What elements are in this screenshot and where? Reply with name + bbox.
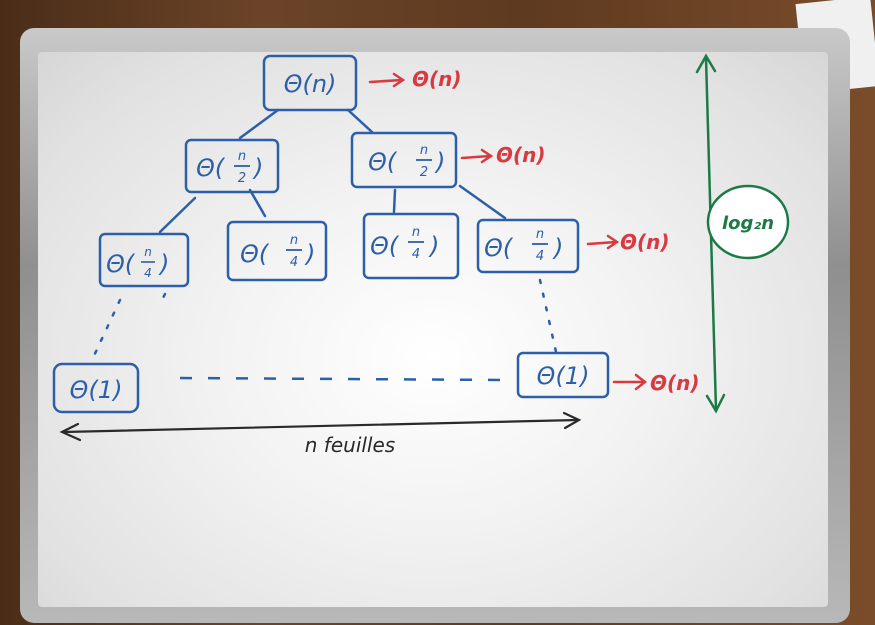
height-arrow-bottom <box>705 393 726 414</box>
node-l2-c-label: Θ( n 4 ) <box>370 225 439 262</box>
edge-root-right <box>346 108 374 134</box>
node-l1-right-box <box>350 131 458 189</box>
theta-open: Θ( <box>240 240 270 268</box>
frac-num: n <box>420 143 428 158</box>
theta-open: Θ( <box>106 250 136 278</box>
node-l1-left-box <box>184 138 280 194</box>
paren-close: ) <box>252 154 263 182</box>
arrow-level2 <box>586 234 620 250</box>
frac-num: n <box>536 227 544 242</box>
frac-den: 2 <box>238 171 246 186</box>
paren-close: ) <box>552 234 563 262</box>
frac-den: 4 <box>536 249 544 264</box>
edge-l1left-a <box>158 196 197 234</box>
cost-level2: Θ(n) <box>620 230 670 254</box>
frac-num: n <box>238 149 246 164</box>
node-l2-d-label: Θ( n 4 ) <box>484 227 563 264</box>
width-arrow-left <box>59 422 82 442</box>
width-arrow-line <box>62 418 580 434</box>
leaf-right-box <box>516 351 610 399</box>
frac-den: 4 <box>144 266 152 280</box>
frac-num: n <box>144 245 152 259</box>
node-l2-a-box <box>98 232 190 288</box>
frac-den: 4 <box>290 255 298 270</box>
node-l1-left-label: Θ( n 2 ) <box>196 149 263 186</box>
dotted-left-a <box>90 298 122 362</box>
node-l2-d-box <box>476 218 580 274</box>
node-l2-c-box <box>362 212 460 280</box>
arrow-leaves <box>612 373 648 391</box>
edge-l1left-b <box>248 188 267 218</box>
arrow-level1 <box>460 148 494 164</box>
paren-close: ) <box>158 250 169 278</box>
cost-level1: Θ(n) <box>496 143 546 167</box>
height-arrow-top <box>695 53 717 74</box>
leaf-left-label: Θ(1) <box>70 376 123 404</box>
edge-root-left <box>238 108 280 140</box>
dotted-right <box>538 278 558 354</box>
arrow-level0 <box>368 72 406 88</box>
node-l1-right-label: Θ( n 2 ) <box>368 143 445 180</box>
theta-open: Θ( <box>370 232 400 260</box>
height-label: log₂n <box>722 213 774 234</box>
frac-num: n <box>412 225 420 240</box>
frac-den: 2 <box>420 165 428 180</box>
frac-den: 4 <box>412 247 420 262</box>
node-root-box <box>262 54 358 112</box>
edge-l1right-c <box>392 188 397 214</box>
paren-close: ) <box>428 232 439 260</box>
width-arrow-right <box>562 411 582 430</box>
height-label-bubble <box>706 184 790 260</box>
dashed-leaf-line <box>179 376 506 382</box>
node-root-label: Θ(n) <box>284 70 337 98</box>
cost-level0: Θ(n) <box>412 67 462 91</box>
frac-num: n <box>290 233 298 248</box>
leaf-left-box <box>52 362 140 414</box>
theta-open-l1-right: Θ( <box>368 148 398 176</box>
node-l2-b-box <box>226 220 328 282</box>
theta-open-l1-left: Θ( <box>196 154 226 182</box>
dotted-left-b <box>160 292 167 302</box>
width-label: n feuilles <box>305 433 395 457</box>
whiteboard-surface <box>38 52 828 607</box>
cost-leaves: Θ(n) <box>650 371 700 395</box>
leaf-right-label: Θ(1) <box>537 362 590 390</box>
paren-close: ) <box>304 240 315 268</box>
theta-open: Θ( <box>484 234 514 262</box>
paren-close: ) <box>434 148 445 176</box>
node-l2-a-label: Θ( n 4 ) <box>106 245 169 280</box>
edge-l1right-d <box>458 184 507 220</box>
node-l2-b-label: Θ( n 4 ) <box>240 233 315 270</box>
